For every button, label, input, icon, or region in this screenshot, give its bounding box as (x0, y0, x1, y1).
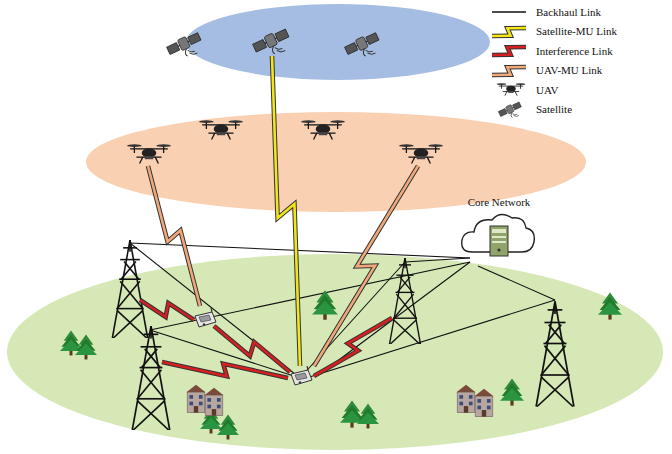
legend: Backhaul LinkSatellite-MU LinkInterferen… (488, 2, 670, 119)
link-bolt (148, 166, 200, 306)
core-network-node: Core Network (460, 196, 538, 262)
link-outline (148, 166, 200, 306)
scenery (60, 290, 622, 439)
legend-text: UAV-MU Link (536, 64, 602, 76)
legend-sample (488, 80, 532, 99)
link-bolt (492, 28, 526, 36)
legend-text: Satellite-MU Link (536, 25, 617, 37)
link-outline (272, 56, 300, 366)
legend-row: Satellite-MU Link (488, 22, 670, 42)
cloud-server-icon (460, 210, 538, 262)
wireless-links (140, 56, 418, 378)
legend-sample (488, 2, 532, 21)
link-outline (314, 166, 418, 366)
link-bolt (314, 166, 418, 366)
link-bolt (314, 318, 392, 376)
uavs (127, 120, 443, 163)
link-bolt (162, 362, 288, 378)
legend-text: Interference Link (536, 45, 613, 57)
link-outline (492, 28, 526, 36)
legend-row: Interference Link (488, 41, 670, 61)
link-bolt (272, 56, 300, 366)
link-outline (314, 318, 392, 376)
ground-layer (7, 254, 663, 450)
link-bolt (140, 300, 194, 320)
legend-row: UAV (488, 80, 670, 100)
legend-sample (488, 41, 532, 60)
legend-text: UAV (536, 84, 558, 96)
legend-sample (488, 61, 532, 80)
mobile-users (195, 308, 312, 385)
link-outline (162, 362, 288, 378)
satellites (166, 27, 383, 62)
legend-row: Backhaul Link (488, 2, 670, 22)
link-bolt (492, 67, 526, 75)
legend-text: Backhaul Link (536, 6, 601, 18)
legend-text: Satellite (536, 103, 572, 115)
legend-sample (488, 22, 532, 41)
uav-layer (86, 112, 586, 212)
node-label: Core Network (460, 196, 538, 208)
base-stations (112, 240, 574, 430)
link-outline (492, 47, 526, 55)
legend-row: UAV-MU Link (488, 61, 670, 81)
satellite-layer (186, 4, 490, 80)
link-bolt (492, 47, 526, 55)
link-outline (140, 300, 194, 320)
link-outline (492, 67, 526, 75)
backhaul-links (130, 243, 555, 380)
legend-sample (488, 100, 532, 119)
legend-row: Satellite (488, 100, 670, 120)
